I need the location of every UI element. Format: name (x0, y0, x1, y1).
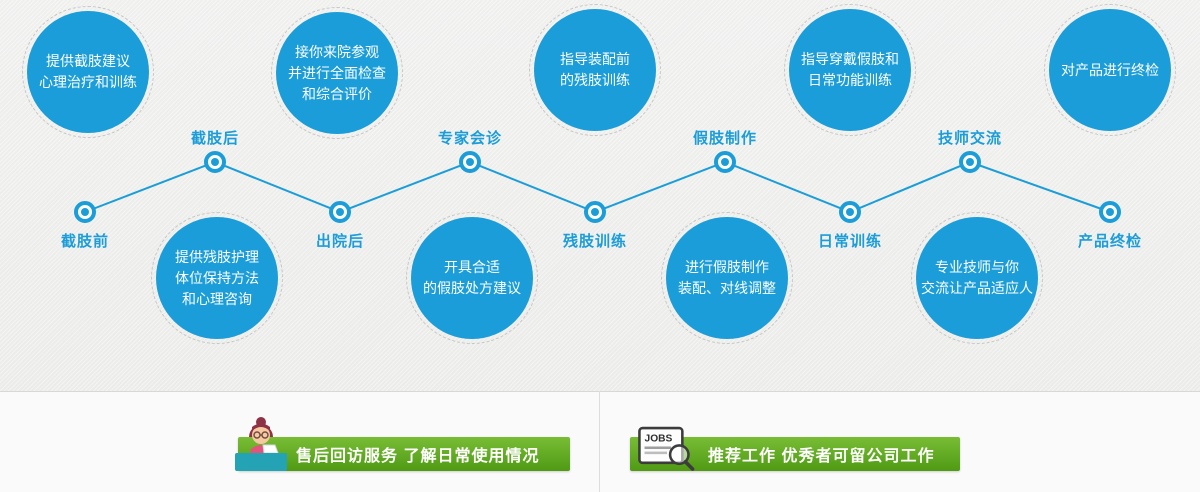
stage-bubble-6: 进行假肢制作 装配、对线调整 (661, 212, 793, 344)
jobs-banner-label: 推荐工作 优秀者可留公司工作 (708, 448, 935, 465)
timeline-node-1 (74, 201, 96, 223)
jobs-newspaper-icon: JOBS (636, 424, 696, 471)
stage-bubble-8: 专业技师与你 交流让产品适应人 (911, 212, 1043, 344)
timeline-node-2 (204, 151, 226, 173)
after-sales-banner-label: 售后回访服务 了解日常使用情况 (296, 448, 540, 465)
horizontal-divider (0, 391, 1200, 392)
after-sales-banner[interactable]: 售后回访服务 了解日常使用情况 (238, 437, 570, 471)
stage-label-1: 截肢前 (60, 233, 109, 250)
timeline-node-5 (584, 201, 606, 223)
stage-bubble-4: 开具合适 的假肢处方建议 (406, 212, 538, 344)
stage-bubble-7-text: 指导穿戴假肢和 日常功能训练 (789, 9, 911, 131)
stage-bubble-1-text: 提供截肢建议 心理治疗和训练 (27, 11, 149, 133)
stage-label-9: 产品终检 (1077, 233, 1142, 250)
stage-label-7: 日常训练 (817, 233, 882, 250)
stage-bubble-9: 对产品进行终检 (1044, 4, 1176, 136)
stage-bubble-7: 指导穿戴假肢和 日常功能训练 (784, 4, 916, 136)
timeline-node-7 (839, 201, 861, 223)
timeline-node-8 (959, 151, 981, 173)
stage-bubble-3: 接你来院参观 并进行全面检查 和综合评价 (271, 7, 403, 139)
stage-bubble-2: 提供残肢护理 体位保持方法 和心理咨询 (151, 212, 283, 344)
stage-label-5: 残肢训练 (562, 233, 627, 250)
stage-bubble-3-text: 接你来院参观 并进行全面检查 和综合评价 (276, 12, 398, 134)
vertical-divider (599, 391, 600, 492)
timeline-node-3 (329, 201, 351, 223)
timeline-node-9 (1099, 201, 1121, 223)
stage-label-8: 技师交流 (937, 130, 1002, 147)
stage-bubble-6-text: 进行假肢制作 装配、对线调整 (666, 217, 788, 339)
timeline-node-6 (714, 151, 736, 173)
stage-bubble-4-text: 开具合适 的假肢处方建议 (411, 217, 533, 339)
bottom-strip (0, 392, 1200, 492)
stage-bubble-2-text: 提供残肢护理 体位保持方法 和心理咨询 (156, 217, 278, 339)
jobs-icon-text: JOBS (645, 433, 673, 444)
stage-bubble-5-text: 指导装配前 的残肢训练 (534, 9, 656, 131)
stage-bubble-1: 提供截肢建议 心理治疗和训练 (22, 6, 154, 138)
stage-bubble-8-text: 专业技师与你 交流让产品适应人 (916, 217, 1038, 339)
stage-label-3: 出院后 (315, 233, 364, 250)
timeline-node-4 (459, 151, 481, 173)
stage-label-4: 专家会诊 (437, 130, 502, 147)
stage-label-2: 截肢后 (190, 130, 239, 147)
stage-bubble-9-text: 对产品进行终检 (1049, 9, 1171, 131)
stage-label-6: 假肢制作 (692, 130, 757, 147)
receptionist-icon (232, 415, 290, 471)
stage-bubble-5: 指导装配前 的残肢训练 (529, 4, 661, 136)
